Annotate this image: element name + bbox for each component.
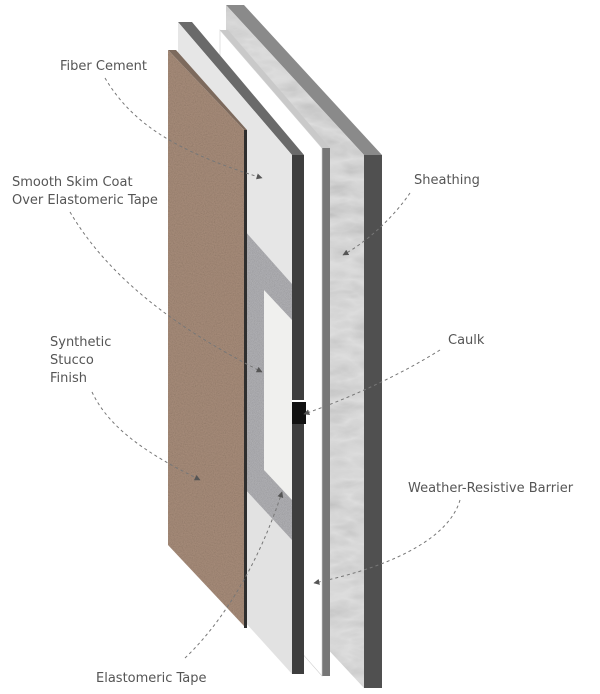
label-skim-coat: Smooth Skim Coat Over Elastomeric Tape (12, 174, 158, 210)
label-text-line-2: Stucco (50, 353, 94, 368)
label-text-line-2: Over Elastomeric Tape (12, 193, 158, 208)
skim-coat-strip (264, 290, 292, 500)
label-text: Fiber Cement (60, 59, 147, 74)
label-text-line-3: Finish (50, 371, 88, 386)
leader-tape (184, 491, 284, 659)
leader-skim-coat (69, 211, 263, 373)
label-caulk: Caulk (448, 332, 484, 350)
label-synthetic-stucco: Synthetic Stucco Finish (50, 334, 111, 388)
label-text-line-1: Smooth Skim Coat (12, 175, 133, 190)
leader-fiber-cement (104, 77, 263, 180)
label-elastomeric-tape: Elastomeric Tape (96, 670, 207, 688)
leader-stucco (91, 391, 201, 481)
label-text: Caulk (448, 333, 485, 348)
leader-caulk (303, 349, 441, 416)
leader-lines (69, 77, 461, 659)
stucco-layer (168, 50, 247, 628)
label-fiber-cement: Fiber Cement (60, 58, 147, 76)
label-text: Elastomeric Tape (96, 671, 207, 686)
label-text: Sheathing (414, 173, 480, 188)
label-text-line-1: Synthetic (50, 335, 112, 350)
leader-barrier (313, 499, 461, 585)
label-text: Weather-Resistive Barrier (408, 481, 574, 496)
label-sheathing: Sheathing (414, 172, 480, 190)
caulk-joint (290, 402, 306, 424)
label-weather-barrier: Weather-Resistive Barrier (408, 480, 573, 498)
leader-sheathing (342, 192, 411, 256)
